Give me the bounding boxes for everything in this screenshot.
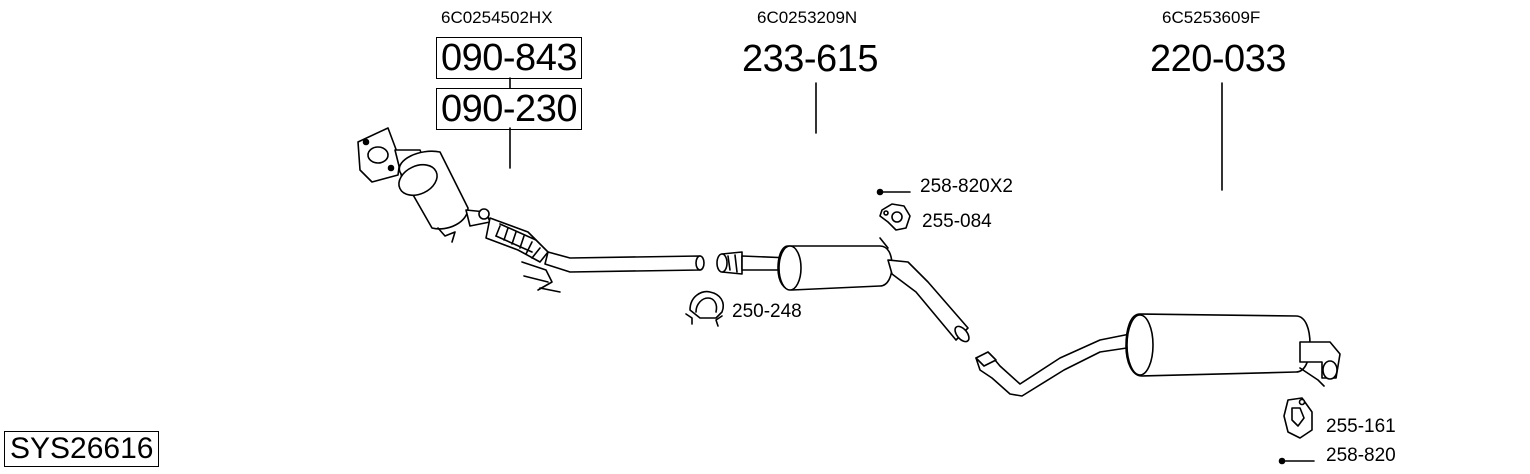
part-number-rear-silencer[interactable]: 220-033 <box>1150 38 1286 80</box>
bolt-middle-icon <box>876 188 911 196</box>
accessory-label-bolt-rear[interactable]: 258-820 <box>1326 445 1396 466</box>
oe-number-rear-silencer: 6C5253609F <box>1162 8 1261 27</box>
clamp-icon <box>685 290 725 327</box>
bolt-rear-icon <box>1278 457 1315 465</box>
system-id-label: SYS26616 <box>4 431 160 467</box>
part-number-middle-silencer[interactable]: 233-615 <box>742 38 878 80</box>
accessory-label-bolt-middle[interactable]: 258-820X2 <box>920 176 1013 197</box>
accessory-label-mount-rear[interactable]: 255-161 <box>1326 416 1396 437</box>
part-number-front-pipe-a[interactable]: 090-843 <box>436 37 582 79</box>
rear-silencer-part <box>975 313 1341 397</box>
middle-silencer-part <box>716 237 970 343</box>
part-number-front-pipe-b[interactable]: 090-230 <box>436 88 582 130</box>
accessory-label-mount-middle[interactable]: 255-084 <box>922 211 992 232</box>
front-pipe-catalyst-part <box>357 127 705 293</box>
rubber-mount-middle-icon <box>879 203 911 231</box>
oe-number-middle-silencer: 6C0253209N <box>757 8 858 27</box>
oe-number-front-pipe: 6C0254502HX <box>441 8 553 27</box>
accessory-label-clamp[interactable]: 250-248 <box>732 301 802 322</box>
rubber-mount-rear-icon <box>1283 397 1313 439</box>
